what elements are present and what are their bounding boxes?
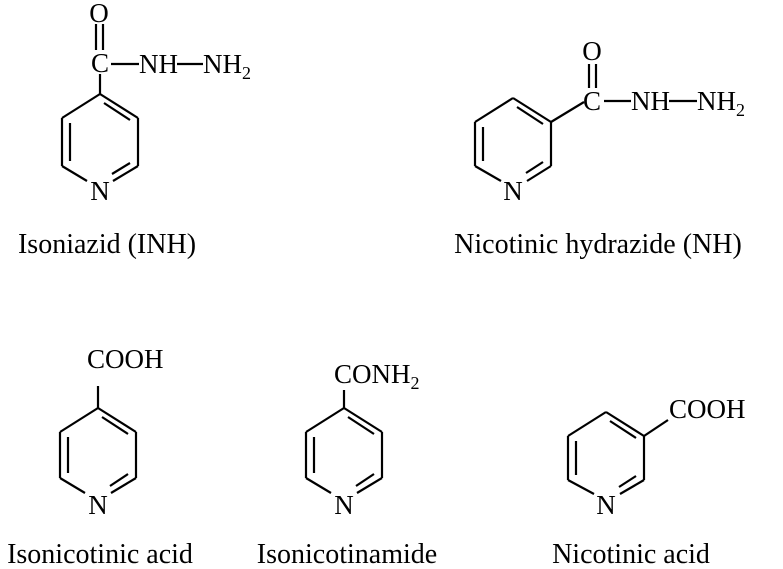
pyridine-ring xyxy=(566,411,646,495)
ring-nitrogen-label: N xyxy=(90,176,110,206)
carbonyl-oxygen-label: O xyxy=(582,36,602,66)
isoniazid-structure: N C O NH NH2 xyxy=(60,0,251,206)
ring-nitrogen-label: N xyxy=(503,176,523,206)
nh-label: NH xyxy=(139,49,178,79)
nicotinic-hydrazide-structure: N C O NH NH2 xyxy=(473,36,745,206)
amino-label: NH2 xyxy=(697,86,745,120)
pyridine-ring xyxy=(58,407,138,494)
carbonyl-oxygen-label: O xyxy=(89,0,109,28)
pyridine-ring xyxy=(473,97,553,182)
isonicotinamide-structure: N CONH2 xyxy=(304,359,420,520)
nicotinic-acid-structure: N COOH xyxy=(566,394,746,520)
isoniazid-caption: Isoniazid (INH) xyxy=(18,229,196,260)
ring-to-carboxyl-bond xyxy=(643,419,669,437)
nh-label: NH xyxy=(631,86,670,116)
ring-nitrogen-label: N xyxy=(88,490,108,520)
isonicotinamide-caption: Isonicotinamide xyxy=(257,539,437,569)
nicotinic-hydrazide-caption: Nicotinic hydrazide (NH) xyxy=(454,229,742,260)
pyridine-ring xyxy=(60,93,140,182)
carbon-label: C xyxy=(583,86,601,116)
nicotinic-acid-caption: Nicotinic acid xyxy=(552,539,710,569)
carbon-label: C xyxy=(91,48,109,78)
ring-nitrogen-label: N xyxy=(334,490,354,520)
pyridine-ring xyxy=(304,407,384,494)
amino-label: NH2 xyxy=(203,49,251,83)
isonicotinic-acid-structure: N COOH xyxy=(58,344,164,520)
ring-to-carbon-bond xyxy=(550,101,585,123)
ring-nitrogen-label: N xyxy=(596,490,616,520)
isonicotinic-acid-caption: Isonicotinic acid xyxy=(7,539,193,569)
carboxyl-group-label: COOH xyxy=(669,394,746,424)
amide-group-label: CONH2 xyxy=(334,359,420,393)
carboxyl-group-label: COOH xyxy=(87,344,164,374)
